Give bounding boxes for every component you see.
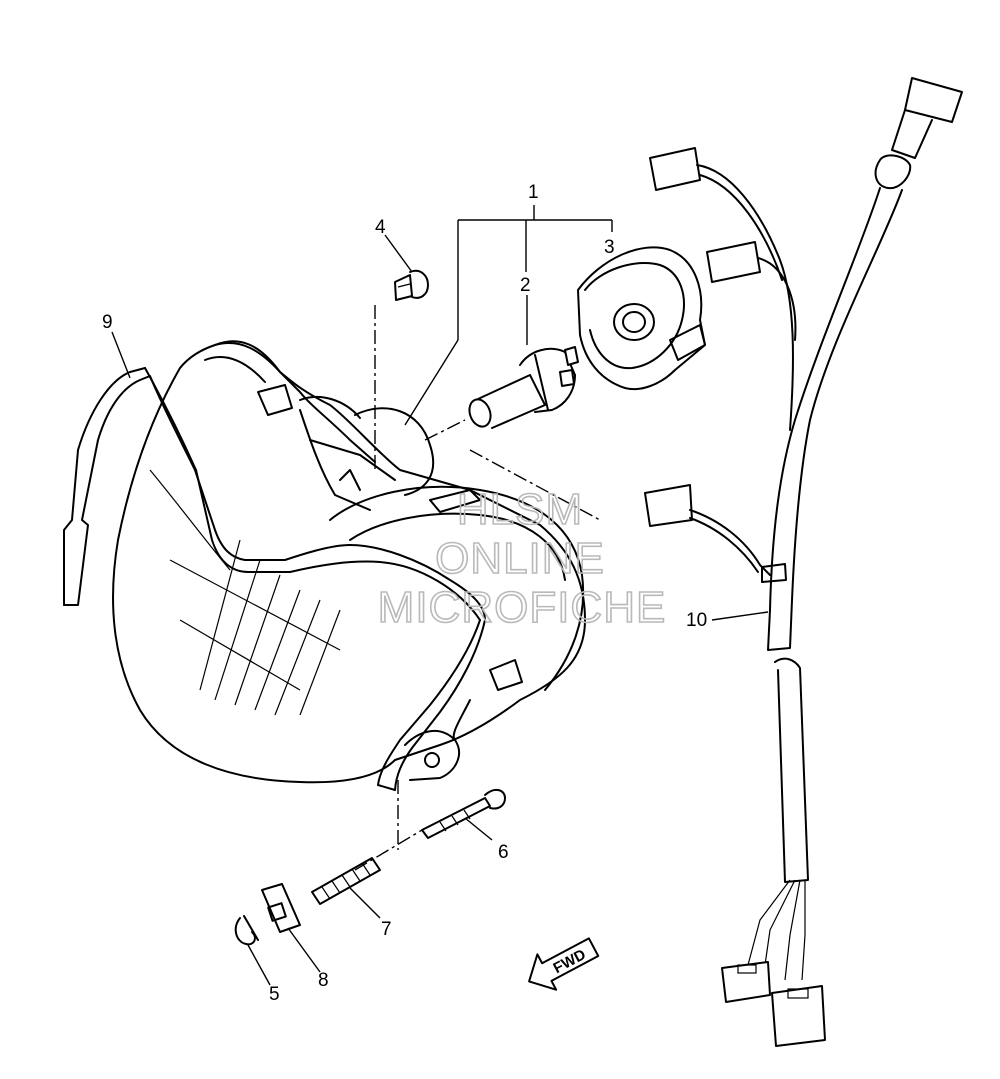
nut-plate <box>261 883 301 933</box>
callout-6: 6 <box>498 842 509 863</box>
spring <box>311 857 381 905</box>
assembly-lines <box>354 305 601 871</box>
callout-1: 1 <box>528 182 539 203</box>
callout-4: 4 <box>375 217 386 238</box>
bulb <box>468 346 579 429</box>
callout-7: 7 <box>381 919 392 940</box>
bolt <box>421 788 506 839</box>
headlight-assembly <box>112 340 586 784</box>
leader-lines <box>111 205 769 986</box>
cotter-clip <box>234 915 259 946</box>
gasket-seal <box>63 367 486 791</box>
socket-cover <box>577 246 706 390</box>
watermark-line-1: HLSM <box>457 485 583 534</box>
fwd-arrow-icon: FWD <box>528 937 600 991</box>
callout-2: 2 <box>520 275 531 296</box>
watermark: HLSM ONLINE MICROFICHE <box>377 484 667 633</box>
callout-labels: 1 2 3 4 5 6 7 8 9 10 <box>102 182 707 1005</box>
watermark-line-2: ONLINE <box>435 534 605 583</box>
callout-5: 5 <box>269 984 280 1005</box>
callout-10: 10 <box>686 610 707 631</box>
rivet-clip <box>394 269 429 301</box>
callout-8: 8 <box>318 970 329 991</box>
callout-9: 9 <box>102 312 113 333</box>
watermark-line-3: MICROFICHE <box>378 583 667 632</box>
callout-3: 3 <box>604 237 615 258</box>
wire-harness <box>644 77 963 1047</box>
